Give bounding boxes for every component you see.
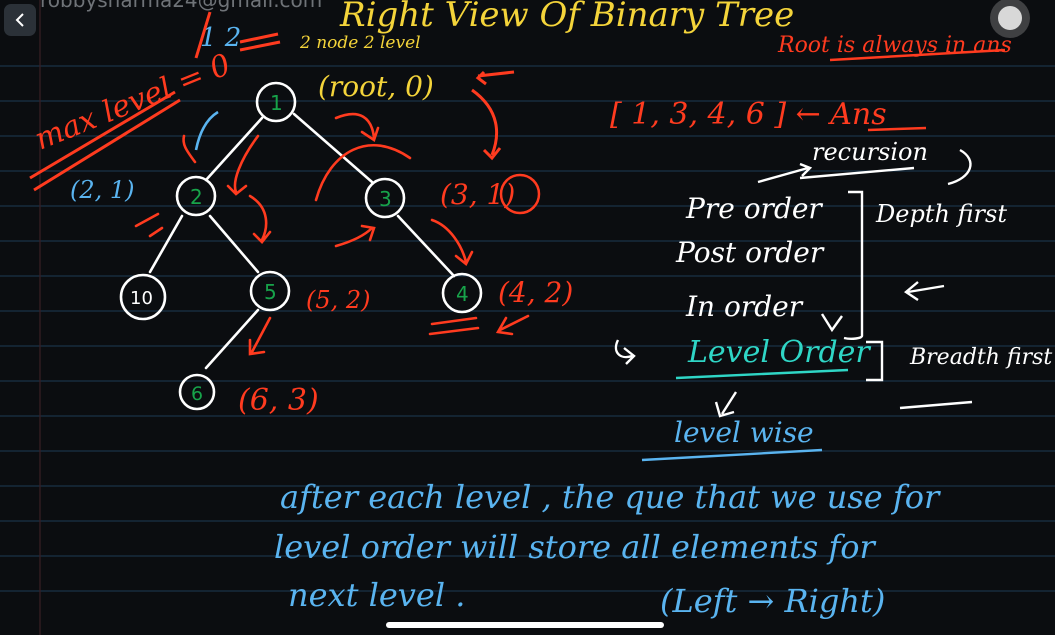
tree-node-6: 6 — [178, 373, 216, 411]
paragraph-line-2: level order will store all elements for — [274, 528, 877, 566]
svg-text:1: 1 — [270, 91, 283, 115]
ruled-lines — [0, 65, 1055, 592]
recursion-label: recursion — [812, 138, 928, 166]
level-order-label: Level Order — [687, 335, 871, 370]
page-title: Right View Of Binary Tree — [339, 0, 794, 35]
traversal-inorder: In order — [685, 290, 804, 323]
svg-text:2: 2 — [190, 185, 203, 209]
breadth-first-label: Breadth first — [909, 345, 1052, 370]
record-button[interactable] — [990, 0, 1030, 38]
direction-note: (Left → Right) — [660, 582, 885, 620]
svg-text:3: 3 — [379, 187, 392, 211]
tree-node-2: 2 — [175, 175, 217, 217]
traversal-preorder: Pre order — [685, 192, 823, 225]
root-call-note: 2 node 2 level (root, 0) — [299, 33, 515, 161]
paragraph-line-1: after each level , the que that we use f… — [280, 478, 941, 516]
pair-label-6: (6, 3) — [238, 383, 319, 418]
blue-arrow — [194, 110, 219, 151]
paragraph-line-3: next level . — [288, 576, 465, 614]
tree-node-10: 10 — [119, 273, 167, 321]
back-button[interactable] — [4, 4, 36, 36]
account-email: robbysharma24@gmail.com — [40, 0, 323, 12]
svg-text:(root, 0): (root, 0) — [318, 70, 434, 103]
chevron-left-icon — [15, 13, 24, 27]
tree-node-4: 4 — [441, 272, 483, 314]
tree-edges — [148, 112, 456, 370]
record-dot — [998, 6, 1022, 30]
level-wise-label: level wise — [674, 416, 814, 449]
answer-list: [ 1, 3, 4, 6 ] ← Ans — [610, 97, 887, 132]
traversal-arrows — [134, 112, 530, 356]
svg-text:1 2: 1 2 — [200, 23, 241, 53]
pair-label-2: (2, 1) — [70, 176, 135, 204]
svg-text:max level = 0: max level = 0 — [30, 47, 236, 157]
traversal-postorder: Post order — [675, 236, 825, 269]
root-note: Root is always in ans — [777, 33, 1012, 58]
pair-label-5: (5, 2) — [306, 286, 371, 314]
svg-text:10: 10 — [130, 288, 153, 309]
scroll-handle[interactable] — [386, 622, 664, 628]
tree-node-3: 3 — [364, 177, 406, 219]
pair-label-4: (4, 2) — [498, 276, 573, 309]
svg-text:6: 6 — [191, 383, 203, 405]
depth-first-label: Depth first — [875, 200, 1007, 228]
svg-text:2 node 2 level: 2 node 2 level — [299, 33, 421, 53]
tree-node-5: 5 — [249, 270, 291, 312]
svg-text:4: 4 — [456, 282, 469, 306]
tree-node-1: 1 — [255, 81, 297, 123]
svg-text:5: 5 — [264, 280, 277, 304]
